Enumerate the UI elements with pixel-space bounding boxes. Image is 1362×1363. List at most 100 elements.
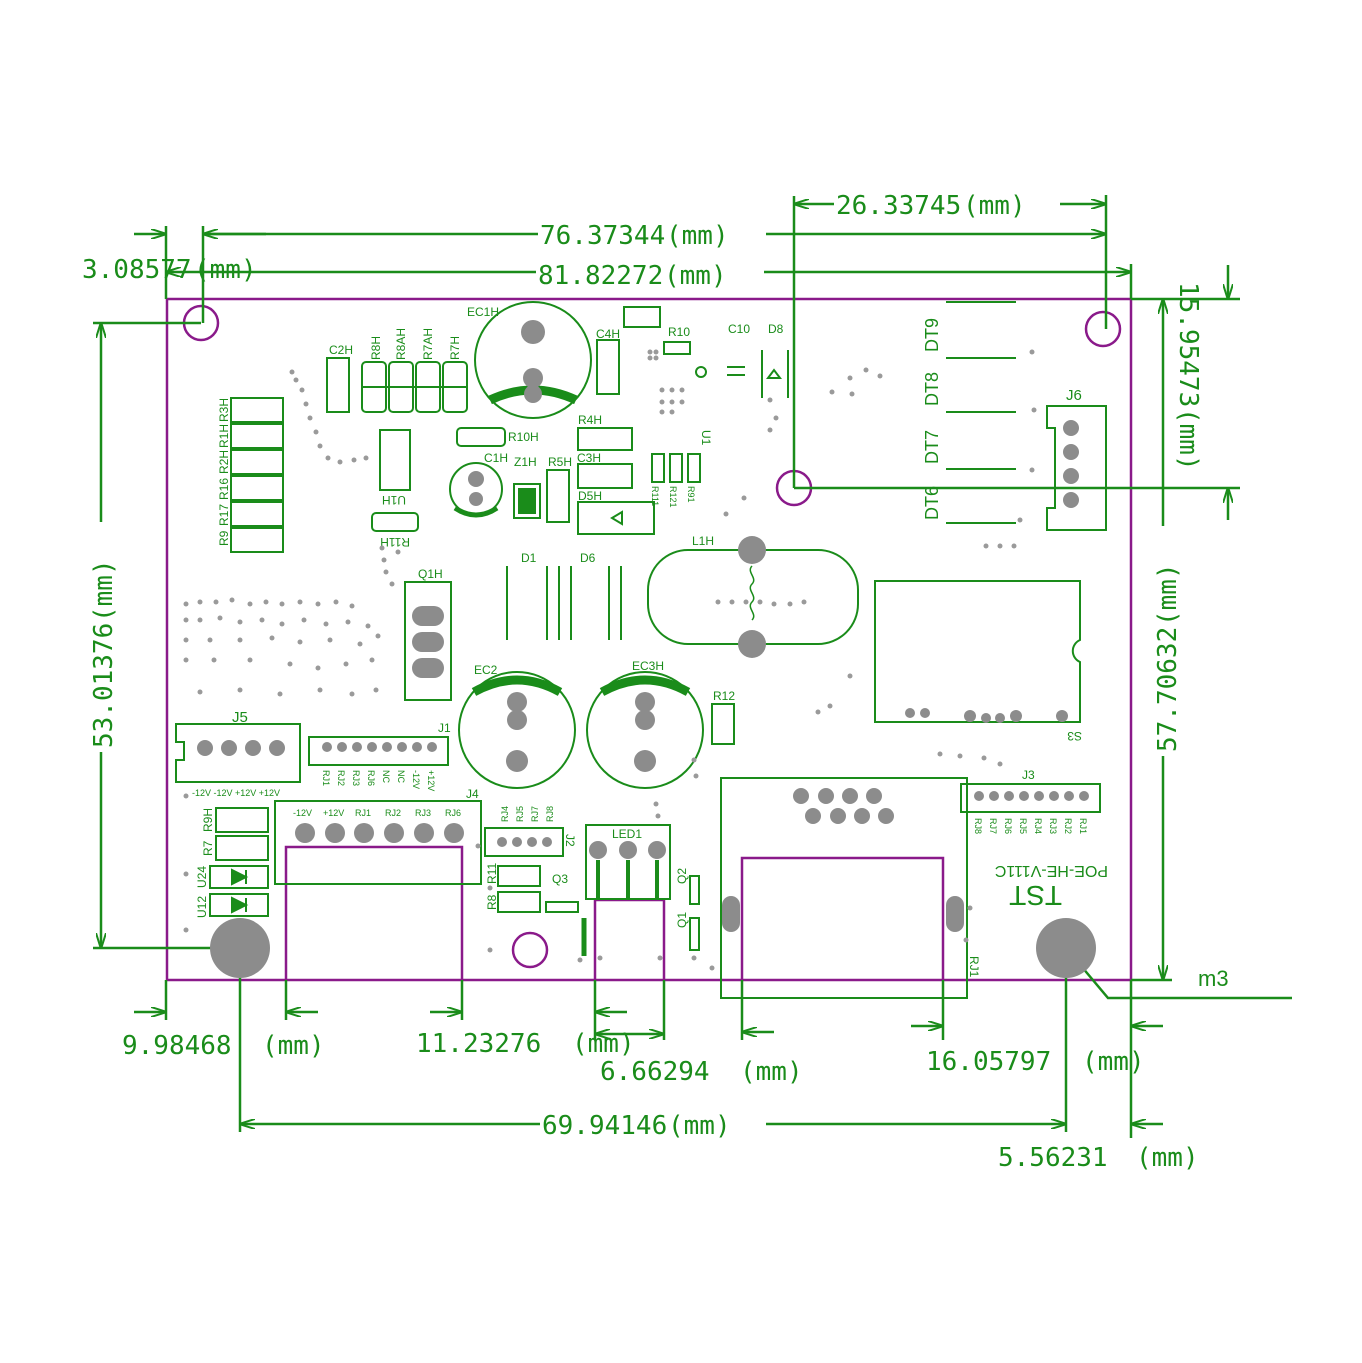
connector-j2: J2 RJ4 RJ5 RJ7 RJ8 [484,806,577,857]
via-dot [847,375,853,381]
connector-j4: J4 -12V +12V RJ1 RJ2 RJ3 RJ6 [274,787,482,885]
dim-81-value: 81.82272 [538,261,663,291]
svg-text:DT7: DT7 [922,430,942,464]
svg-text:R10H: R10H [508,430,539,444]
via-dot [313,429,319,435]
svg-text:RJ5: RJ5 [515,806,525,822]
via-dot [197,689,203,695]
via-dot [741,495,747,501]
resistor-r8 [497,891,541,913]
svg-text:RJ4: RJ4 [500,806,510,822]
svg-text:J3: J3 [1022,768,1035,782]
via-dot [1029,467,1035,473]
board-outline [165,297,1133,982]
transistor-q1 [689,917,700,951]
svg-text:J4: J4 [466,787,479,801]
via-dot [323,621,329,627]
via-dot [1017,517,1023,523]
svg-text:U1: U1 [699,430,713,446]
via-dot [279,601,285,607]
via-dot [349,603,355,609]
dim-53-unit: (mm) [89,559,119,622]
svg-text:R8: R8 [485,894,499,910]
via-dot [197,599,203,605]
dim-26-unit: (mm) [963,191,1026,221]
svg-text:RJ3: RJ3 [415,808,431,818]
svg-text:D8: D8 [768,322,784,336]
svg-text:DT9: DT9 [922,318,942,352]
svg-text:R111: R111 [650,486,660,506]
dim-9-value: 9.98468 [122,1031,232,1061]
svg-text:RJ6: RJ6 [366,770,376,786]
via-dot [357,641,363,647]
via-dot [487,947,493,953]
board-name: POE-HE-V111C [995,862,1108,879]
switch-s3: S3 [874,580,1082,743]
svg-text:RJ4: RJ4 [1033,818,1043,834]
svg-text:RJ3: RJ3 [1048,818,1058,834]
via-dot [237,637,243,643]
resistor-r111 [651,453,665,483]
dim-76-unit: (mm) [666,221,729,251]
via-dot [709,965,715,971]
via-dot [345,619,351,625]
via-dot [213,599,219,605]
diode-u24: U24 [195,865,269,889]
via-dot [1011,543,1017,549]
via-dot [669,409,675,415]
via-dot [365,623,371,629]
via-dot [815,709,821,715]
via-dot [877,373,883,379]
mount-hole-top-right [1084,310,1122,348]
resistor-r5h [546,469,570,523]
via-dot [997,543,1003,549]
svg-text:U24: U24 [195,866,209,888]
svg-text:RJ3: RJ3 [351,770,361,786]
via-dot [657,955,663,961]
dim-3-unit: (mm) [194,255,257,285]
resistor-r11 [497,865,541,887]
dim-69-unit: (mm) [668,1111,731,1141]
via-dot [693,773,699,779]
via-dot [207,637,213,643]
via-dot [183,871,189,877]
via-dot [981,755,987,761]
via-dot [343,661,349,667]
resistor-r9h [215,807,269,833]
via-dot [383,569,389,575]
via-dot [597,955,603,961]
dim-26-value: 26.33745 [836,191,961,221]
transformer-dt: DT9 DT8 DT7 DT6 [922,301,1016,524]
mount-hole-bottom [511,931,549,969]
svg-text:NC: NC [396,770,406,783]
board-tag: TST [1009,880,1062,911]
dim-15-unit: (mm) [1173,408,1203,471]
resistor-r7 [215,835,269,861]
via-dot [691,955,697,961]
svg-text:U12: U12 [195,896,209,918]
svg-text:DT6: DT6 [922,486,942,520]
resistor-column: R3H R1H R2H R16 R17 R9 [217,397,284,553]
via-dot [827,703,833,709]
svg-text:Z1H: Z1H [514,455,537,469]
resistor-r10 [663,341,691,355]
via-dot [293,377,299,383]
dim-5-value: 5.56231 [998,1143,1108,1173]
transistor-q3 [545,901,579,913]
svg-text:R11H: R11H [380,535,410,549]
via-dot [669,387,675,393]
via-dot [577,957,583,963]
svg-text:R121: R121 [668,486,678,508]
via-dot [863,367,869,373]
via-dot [337,459,343,465]
via-dot [647,355,653,361]
via-dot [967,905,973,911]
via-dot [333,599,339,605]
mount-pad-right [1036,918,1096,978]
via-dot [669,399,675,405]
connector-j5: J5 -12V -12V +12V +12V [175,709,301,798]
svg-text:J5: J5 [232,709,248,726]
dim-15-value: 15.95473 [1173,282,1203,407]
resistor-r10h [456,427,506,447]
